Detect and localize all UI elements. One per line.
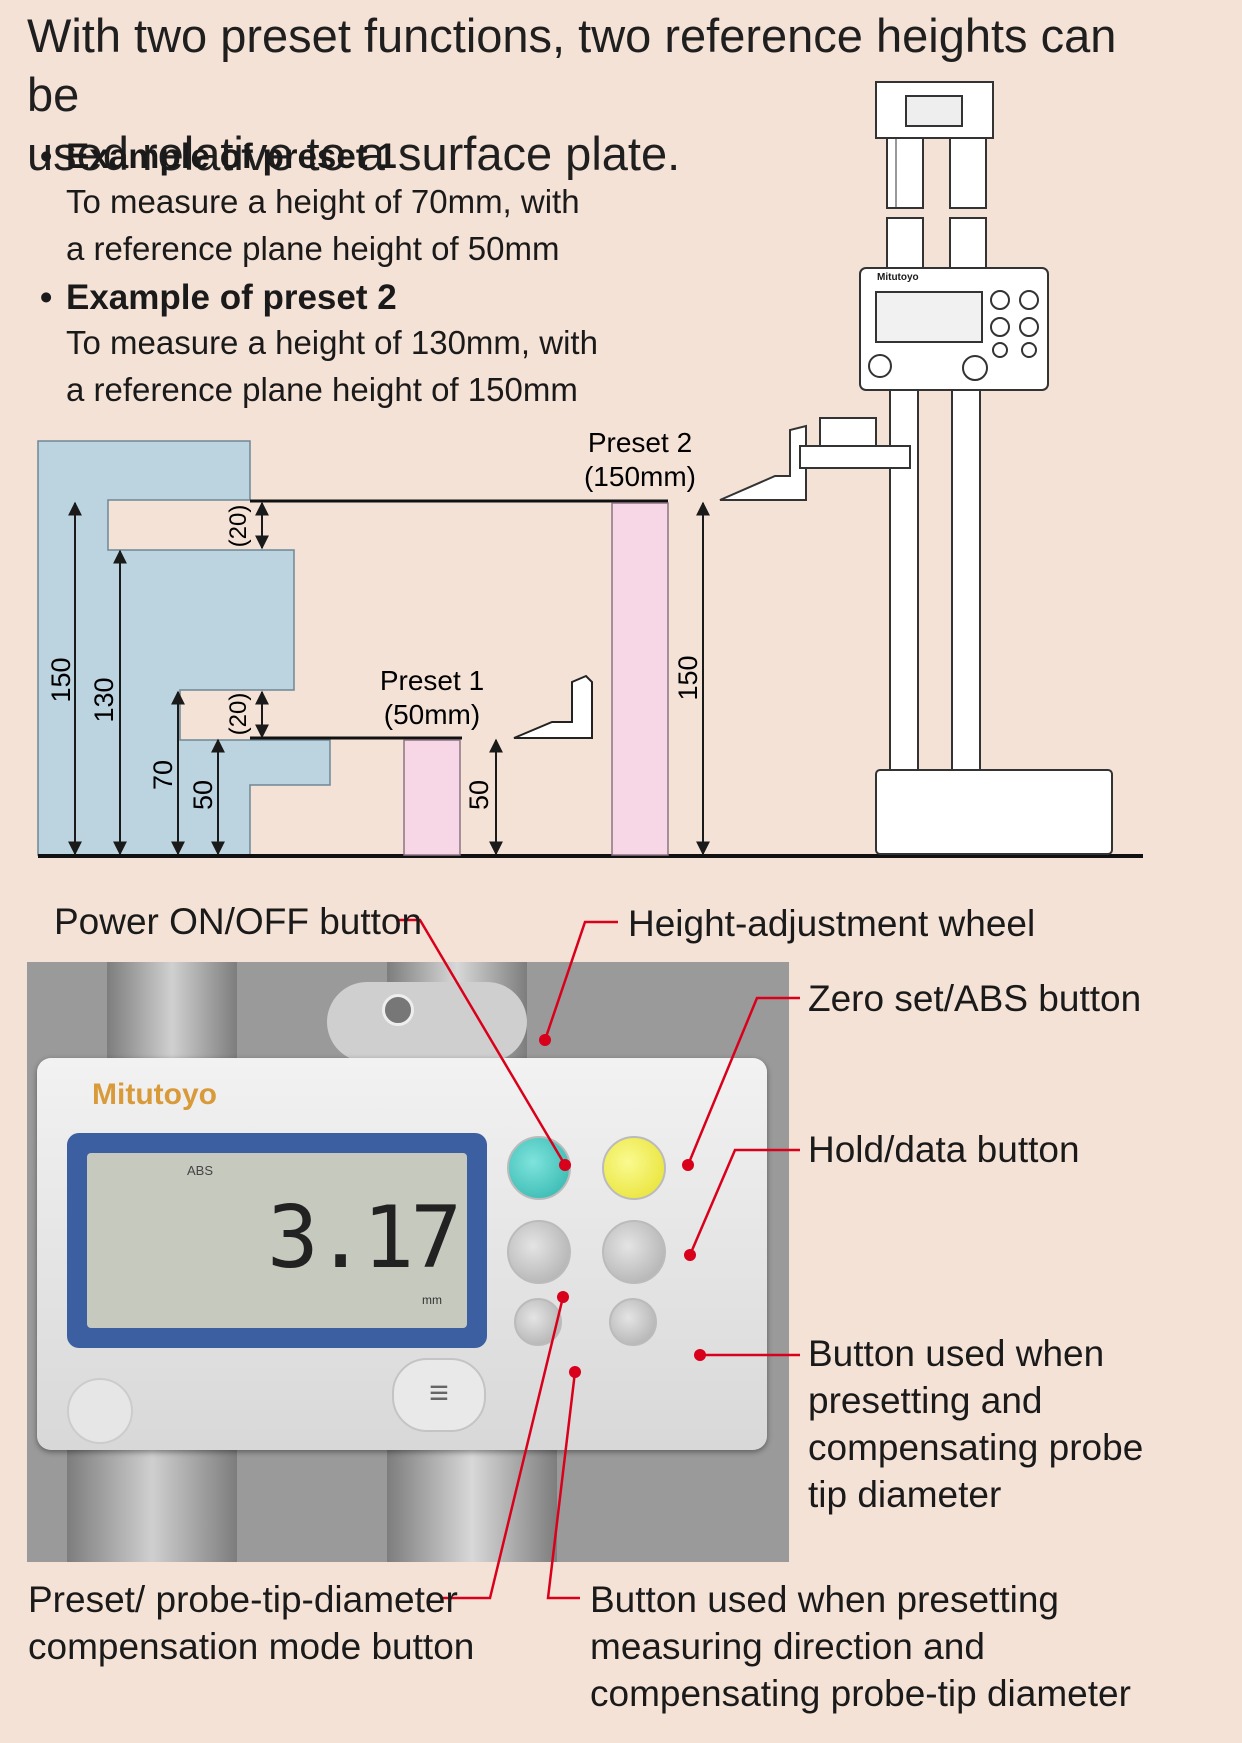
example-1-line-1: To measure a height of 70mm, with bbox=[66, 183, 580, 220]
preset-2-label: Preset 2 bbox=[588, 427, 692, 458]
example-preset-2: •Example of preset 2 To measure a height… bbox=[40, 277, 598, 413]
lcd-screen: ABS 3.17 mm bbox=[87, 1153, 467, 1328]
leader-wheel bbox=[543, 920, 618, 1041]
readout-housing: Mitutoyo ABS 3.17 mm ≡ bbox=[37, 1058, 767, 1450]
preset-1-value: (50mm) bbox=[384, 699, 480, 730]
leader-hold bbox=[688, 1148, 800, 1256]
unit-indicator: mm bbox=[422, 1293, 442, 1307]
preset-2-gauge bbox=[611, 502, 669, 856]
callout-preset-comp-1: Button used when bbox=[808, 1333, 1105, 1374]
round-cap bbox=[67, 1378, 133, 1444]
lcd-reading: 3.17 bbox=[267, 1188, 462, 1288]
callout-mode-1: Preset/ probe-tip-diameter bbox=[28, 1579, 458, 1620]
callout-wheel: Height-adjustment wheel bbox=[628, 903, 1036, 944]
preset-2-value: (150mm) bbox=[584, 461, 696, 492]
callout-preset-comp-2: presetting and bbox=[808, 1380, 1043, 1421]
example-1-line-2: a reference plane height of 50mm bbox=[66, 230, 560, 267]
callout-power: Power ON/OFF button bbox=[54, 901, 423, 942]
example-preset-1: •Example of preset 1 To measure a height… bbox=[40, 136, 580, 272]
example-2-title: Example of preset 2 bbox=[66, 278, 397, 317]
probe-icon-small bbox=[513, 674, 593, 739]
height-adjustment-wheel[interactable] bbox=[327, 982, 527, 1062]
preset-1-gauge bbox=[403, 739, 461, 856]
dim-label-150-preset: 150 bbox=[673, 655, 703, 700]
heading-line-1: With two preset functions, two reference… bbox=[27, 9, 1117, 121]
measurement-diagram: 150 130 70 50 (20) (20) 50 150 Preset 1 … bbox=[37, 81, 1143, 858]
dim-label-20-lower: (20) bbox=[225, 693, 252, 736]
leader-direction bbox=[546, 1371, 580, 1600]
leader-mode bbox=[443, 1296, 565, 1600]
leader-power bbox=[398, 918, 567, 1166]
example-2-line-1: To measure a height of 130mm, with bbox=[66, 324, 598, 361]
abs-indicator: ABS bbox=[187, 1163, 214, 1178]
upper-column-left bbox=[107, 962, 237, 1062]
readout-photo: Mitutoyo ABS 3.17 mm ≡ bbox=[27, 962, 789, 1562]
callout-direction-2: measuring direction and bbox=[590, 1626, 985, 1667]
heading-line-2: used relative to a surface plate. bbox=[27, 127, 681, 180]
workpiece-block bbox=[37, 440, 331, 856]
wheel-knob-icon bbox=[382, 994, 414, 1026]
callout-mode: Preset/ probe-tip-diameter compensation … bbox=[28, 1576, 474, 1670]
callout-hold: Hold/data button bbox=[808, 1129, 1080, 1170]
callout-direction-1: Button used when presetting bbox=[590, 1579, 1059, 1620]
dim-label-50-preset: 50 bbox=[464, 780, 494, 810]
preset-compensation-button[interactable] bbox=[609, 1298, 657, 1346]
dim-label-50: 50 bbox=[188, 780, 218, 810]
preset-mode-button[interactable] bbox=[507, 1220, 571, 1284]
menu-button[interactable]: ≡ bbox=[392, 1358, 486, 1432]
power-button[interactable] bbox=[507, 1136, 571, 1200]
hold-data-button[interactable] bbox=[602, 1220, 666, 1284]
preset-1-label: Preset 1 bbox=[380, 665, 484, 696]
callout-preset-comp-3: compensating probe bbox=[808, 1427, 1144, 1468]
lower-column-right bbox=[387, 1442, 557, 1562]
page-heading: With two preset functions, two reference… bbox=[27, 6, 1147, 183]
leader-zero bbox=[686, 996, 800, 1166]
callout-direction-3: compensating probe-tip diameter bbox=[590, 1673, 1131, 1714]
gauge-brand-small: Mitutoyo bbox=[877, 272, 919, 283]
brand-logo: Mitutoyo bbox=[92, 1078, 217, 1111]
lcd-frame: ABS 3.17 mm bbox=[67, 1133, 487, 1348]
example-2-line-2: a reference plane height of 150mm bbox=[66, 371, 578, 408]
example-1-title: Example of preset 1 bbox=[66, 137, 397, 176]
dim-label-150: 150 bbox=[46, 657, 76, 702]
height-gauge-icon bbox=[719, 81, 1113, 855]
callout-mode-2: compensation mode button bbox=[28, 1626, 475, 1667]
callout-zero: Zero set/ABS button bbox=[808, 978, 1142, 1019]
lower-column-left bbox=[67, 1442, 237, 1562]
callout-direction: Button used when presetting measuring di… bbox=[590, 1576, 1131, 1717]
dim-label-20-upper: (20) bbox=[225, 505, 252, 548]
callout-preset-comp: Button used when presetting and compensa… bbox=[808, 1330, 1143, 1518]
callout-preset-comp-4: tip diameter bbox=[808, 1474, 1002, 1515]
dim-label-130: 130 bbox=[89, 677, 119, 722]
dim-label-70: 70 bbox=[148, 760, 178, 790]
zero-abs-button[interactable] bbox=[602, 1136, 666, 1200]
